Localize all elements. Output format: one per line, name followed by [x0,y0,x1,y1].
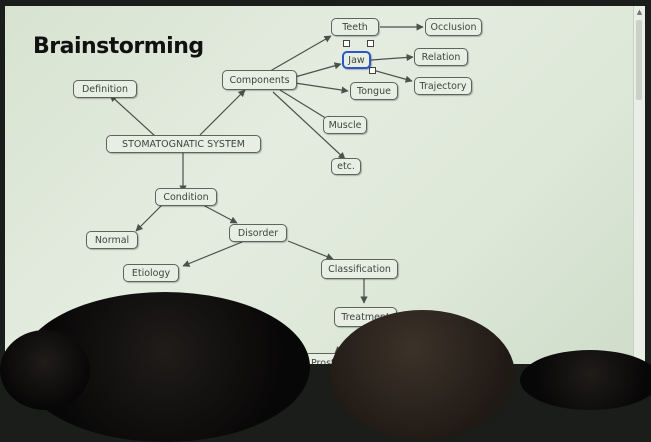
node-etiology[interactable]: Etiology [123,264,179,282]
node-disorder[interactable]: Disorder [229,224,287,242]
resize-handle-top-right[interactable] [367,40,374,47]
audience-head-far-right [520,350,651,410]
edge-jaw-relation [370,53,414,62]
scroll-up-arrow-icon[interactable]: ▲ [636,8,643,16]
edge-components-etc [272,91,346,160]
edge-condition-normal [135,204,163,232]
node-definition[interactable]: Definition [73,80,137,98]
node-tongue[interactable]: Tongue [350,82,398,100]
node-condition[interactable]: Condition [155,188,217,206]
edge-system-definition [109,94,156,137]
edge-disorder-classification [287,240,334,260]
audience-shoulder-left [0,330,90,410]
edge-disorder-etiology [182,241,243,267]
slide-title: Brainstorming [33,34,204,59]
edge-condition-disorder [202,204,238,224]
edge-system-components [199,89,246,136]
node-muscle[interactable]: Muscle [323,116,367,134]
node-trajectory[interactable]: Trajectory [414,77,472,95]
node-components[interactable]: Components [222,70,297,90]
node-etc[interactable]: etc. [331,158,361,175]
node-teeth[interactable]: Teeth [331,18,379,36]
resize-handle-top-left[interactable] [343,40,350,47]
audience-head-right [330,310,515,440]
edge-components-teeth [264,35,332,75]
node-normal[interactable]: Normal [86,231,138,249]
concept-map-connectors [109,23,424,354]
node-stomatognatic-system[interactable]: STOMATOGNATIC SYSTEM [106,135,261,153]
node-occlusion[interactable]: Occlusion [425,18,482,36]
vertical-scrollbar[interactable]: ▲ [633,6,645,364]
node-relation[interactable]: Relation [414,48,468,66]
node-jaw[interactable]: Jaw [342,51,371,69]
node-classification[interactable]: Classification [321,259,398,279]
scrollbar-thumb[interactable] [636,20,642,100]
edge-components-tongue [294,82,349,94]
edge-jaw-trajectory [368,68,413,83]
edge-components-jaw [294,62,342,78]
resize-handle-bottom-right[interactable] [369,67,376,74]
